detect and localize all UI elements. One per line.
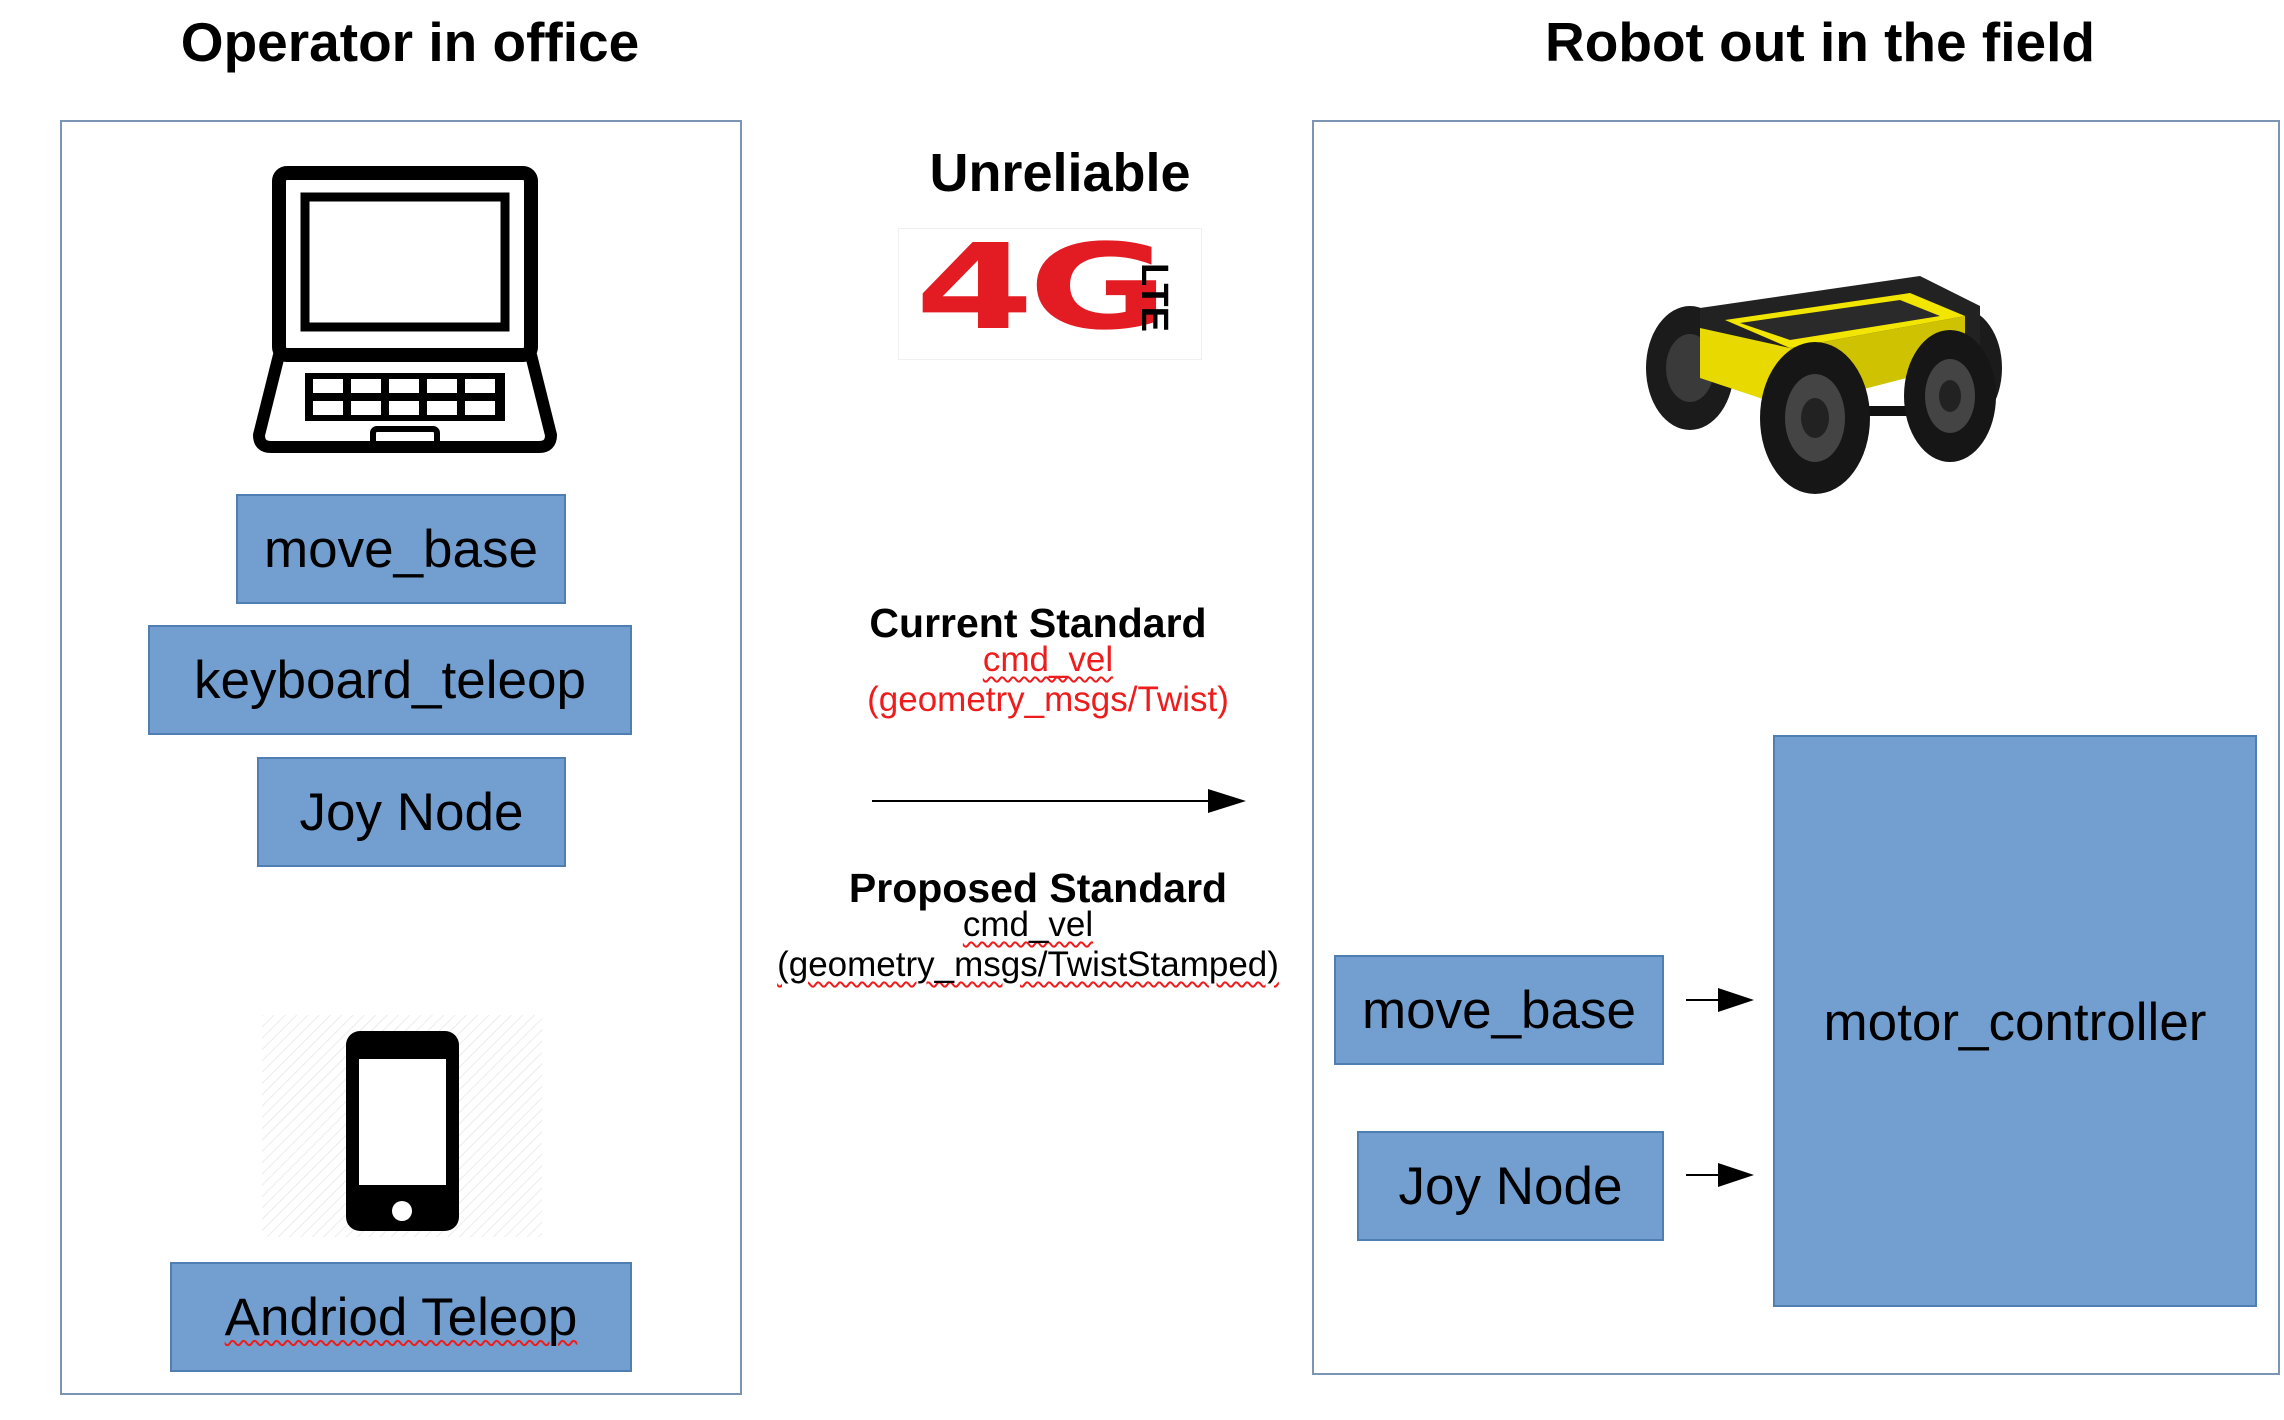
- robot-heading: Robot out in the field: [1545, 11, 2095, 73]
- move-base-box-robot: move_base: [1334, 955, 1664, 1065]
- current-standard-title: Current Standard: [869, 600, 1207, 646]
- unreliable-label: Unreliable: [929, 143, 1191, 203]
- android-teleop-box: Andriod Teleop: [170, 1262, 632, 1372]
- proposed-type-text: (geometry_msgs/TwistStamped): [777, 945, 1279, 984]
- 4g-lte-logo: 4G LTE: [898, 222, 1202, 360]
- keyboard-teleop-box: keyboard_teleop: [148, 625, 632, 735]
- joy-node-box-operator: Joy Node: [257, 757, 566, 867]
- current-standard-topic: cmd_vel: [800, 640, 1296, 680]
- robot-image: [1646, 276, 2002, 494]
- android-teleop-label: Andriod Teleop: [224, 1287, 578, 1347]
- operator-heading: Operator in office: [180, 11, 640, 73]
- move-base-box-operator: move_base: [236, 494, 566, 604]
- move-base-arrow: [1686, 988, 1754, 1012]
- proposed-standard-type: (geometry_msgs/TwistStamped): [750, 945, 1306, 985]
- joy-node-arrow: [1686, 1163, 1754, 1187]
- current-arrow-left: [872, 789, 1246, 813]
- 4g-logo-text: 4G: [915, 218, 1169, 356]
- current-standard-type: (geometry_msgs/Twist): [867, 680, 1229, 719]
- keyboard-teleop-label: keyboard_teleop: [194, 650, 586, 710]
- proposed-standard-topic: cmd_vel: [790, 905, 1266, 945]
- lte-logo-text: LTE: [1133, 263, 1175, 332]
- smartphone-icon: [262, 1015, 542, 1237]
- current-topic-text: cmd_vel: [982, 640, 1114, 679]
- laptop-icon: [253, 166, 557, 453]
- proposed-topic-text: cmd_vel: [962, 905, 1094, 944]
- motor-controller-box: motor_controller: [1773, 735, 2257, 1307]
- proposed-standard-title: Proposed Standard: [848, 865, 1228, 911]
- joy-node-box-robot: Joy Node: [1357, 1131, 1664, 1241]
